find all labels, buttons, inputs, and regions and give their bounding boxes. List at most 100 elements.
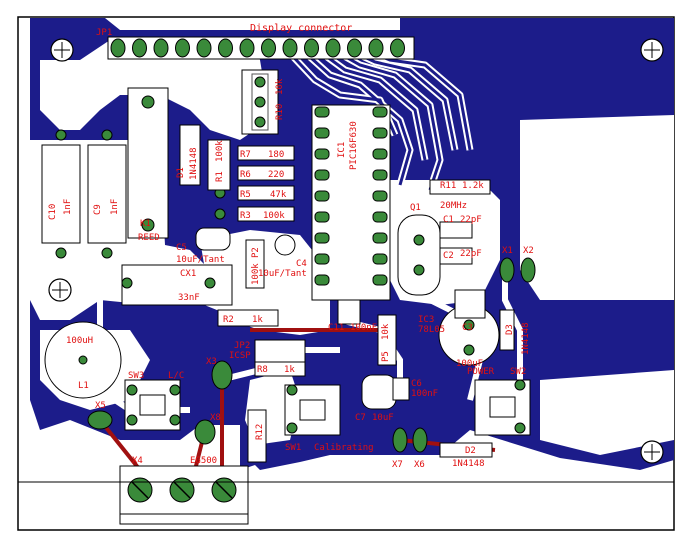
jp1-pin-pad — [153, 38, 169, 58]
jp1-pin-pad — [282, 38, 298, 58]
label-ic1-part: PIC16F630 — [349, 121, 359, 170]
ic1-pin-pad — [372, 253, 388, 265]
label-r11: R11 — [440, 181, 456, 191]
label-r10: R10 — [275, 104, 285, 120]
label-c10-val: 1nF — [63, 199, 73, 215]
ic1-pin-pad — [314, 106, 330, 118]
label-c6: C6 — [411, 379, 422, 389]
label-x4: X4 — [132, 456, 143, 466]
label-r12: R12 — [255, 424, 265, 440]
c3-electrolytic — [438, 304, 500, 366]
label-x5: X5 — [95, 401, 106, 411]
label-c10: C10 — [48, 204, 58, 220]
label-r3-val: 100k — [263, 211, 285, 221]
label-cx1: CX1 — [180, 269, 196, 279]
ic1-pin-pad — [372, 190, 388, 202]
label-x7: X7 — [392, 460, 403, 470]
label-c11: C11 — [328, 323, 344, 333]
label-q1-val: 20MHz — [440, 201, 467, 211]
label-c2: C2 — [443, 251, 454, 261]
label-r8-val: 1k — [284, 365, 295, 375]
label-p5: P5 — [381, 351, 391, 362]
label-jp1: JP1 — [96, 28, 112, 38]
label-calibrating: Calibrating — [314, 443, 374, 453]
label-r5-val: 47k — [270, 190, 287, 200]
jp1-pin-pad — [175, 38, 190, 58]
ic1-pin-pad — [314, 127, 330, 139]
label-r11-val: 1.2k — [462, 181, 484, 191]
jp1-pin-pad — [261, 38, 276, 58]
label-sw3: SW3 — [128, 371, 144, 381]
jp1-pin-pad — [239, 38, 255, 58]
label-d1-part: 1N4148 — [189, 147, 199, 180]
label-r5: R5 — [240, 190, 251, 200]
label-r10-val: 10k — [275, 78, 285, 95]
label-q1: Q1 — [410, 203, 421, 213]
k1-reed — [127, 87, 169, 239]
label-r2-val: 1k — [252, 315, 263, 325]
ic1-pin-pad — [372, 106, 388, 118]
jp1-header — [107, 36, 415, 60]
label-c9: C9 — [93, 204, 103, 215]
label-ic3-part: 78L05 — [418, 325, 445, 335]
mounting-holes — [48, 38, 664, 464]
terminal-block-x4 — [119, 465, 249, 525]
switch-sw1 — [284, 384, 341, 436]
ic1-pin-pad — [372, 169, 388, 181]
label-l1: L1 — [78, 381, 89, 391]
label-icsp: ICSP — [229, 351, 251, 361]
ic1-pin-pad — [372, 127, 388, 139]
ic1-pin-pad — [314, 232, 330, 244]
label-c5-val: 10uF/Tant — [176, 255, 225, 265]
label-p2-val: 100k — [251, 263, 261, 285]
label-p5-val: 10k — [381, 323, 391, 340]
display-traces-blue — [283, 46, 472, 191]
ic1-dip — [311, 104, 391, 301]
label-r6-val: 220 — [268, 170, 284, 180]
label-x3: X3 — [206, 357, 217, 367]
label-display-connector: Display connector — [250, 23, 352, 34]
switch-sw2 — [474, 379, 531, 436]
label-x6: X6 — [414, 460, 425, 470]
c10-c9-caps — [41, 129, 127, 259]
label-c1: C1 — [443, 215, 454, 225]
label-d2: D2 — [465, 446, 476, 456]
label-c11-val: 100nF — [350, 323, 377, 333]
label-jp2: JP2 — [234, 341, 250, 351]
jp1-pin-pad — [368, 38, 384, 58]
ic1-pin-pad — [372, 232, 388, 244]
label-c7-val: 10uF — [372, 413, 394, 423]
label-d3: D3 — [505, 324, 515, 335]
cx1-cap — [121, 264, 233, 306]
label-sw1: SW1 — [285, 443, 301, 453]
clearance-lower-right — [540, 370, 674, 455]
label-c7: C7 — [355, 413, 366, 423]
ic1-pin-pad — [372, 274, 388, 286]
large-pads — [87, 257, 536, 453]
q1-crystal — [397, 214, 441, 296]
ic1-pin-pad — [372, 211, 388, 223]
label-k1: K1 — [140, 219, 151, 229]
label-c3: C3 — [462, 323, 473, 333]
label-ic1: IC1 — [337, 142, 347, 158]
l1-inductor — [44, 321, 122, 399]
jp1-pin-pad — [110, 38, 126, 58]
resistor-bank — [214, 145, 295, 222]
label-r2: R2 — [223, 315, 234, 325]
label-lc: L/C — [168, 371, 184, 381]
clearance-center — [200, 230, 330, 335]
label-r8: R8 — [257, 365, 268, 375]
label-r1-val: 100k — [215, 140, 225, 162]
r10-trimmer — [241, 69, 279, 135]
label-x8: X8 — [210, 413, 221, 423]
label-r7: R7 — [240, 150, 251, 160]
label-ic3: IC3 — [418, 315, 434, 325]
label-power: POWER — [467, 367, 495, 377]
ic1-pin-pad — [314, 148, 330, 160]
label-l1-val: 100uH — [66, 336, 93, 346]
label-d2-part: 1N4148 — [452, 459, 485, 469]
label-reed: REED — [138, 233, 160, 243]
label-c3-val: 100uF — [456, 359, 483, 369]
